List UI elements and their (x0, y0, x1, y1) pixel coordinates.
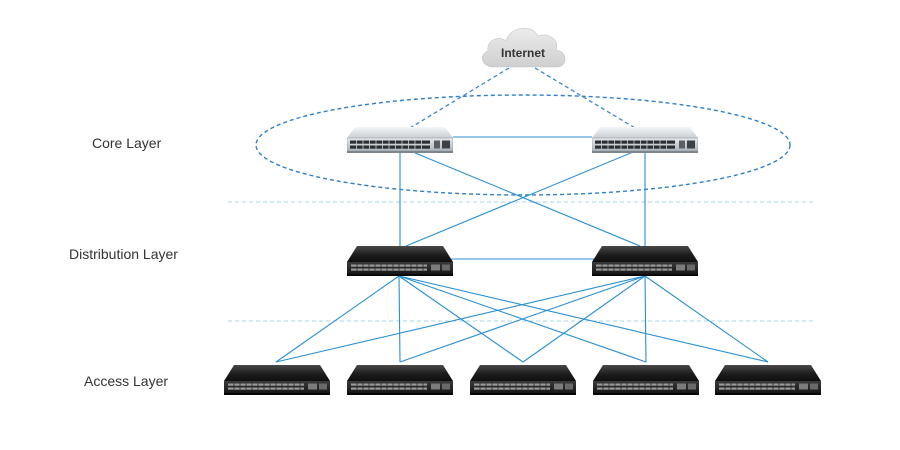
access-switch-5 (715, 364, 821, 396)
link-internet-core-2 (534, 67, 646, 135)
internet-label: Internet (501, 46, 545, 60)
link-dist-2-access-4 (644, 275, 647, 363)
network-links (275, 136, 769, 363)
link-core-1-dist-2 (407, 149, 641, 247)
core-layer-label: Core Layer (92, 135, 162, 151)
access-switch-1 (224, 364, 330, 396)
internet-links (399, 67, 646, 135)
core-switch-2 (592, 127, 698, 153)
core-layer-ellipse (255, 94, 791, 196)
internet-cloud: Internet (482, 28, 566, 68)
link-core-2-dist-1 (405, 149, 639, 247)
core-switch-1 (347, 127, 453, 153)
access-switch-3 (470, 364, 576, 396)
access-layer-label: Access Layer (84, 373, 168, 389)
link-internet-core-1 (399, 67, 510, 135)
access-switch-2 (347, 364, 453, 396)
link-dist-1-access-1 (275, 275, 400, 363)
link-dist-2-access-3 (522, 275, 646, 363)
access-switch-4 (593, 364, 699, 396)
cloud-icon (482, 28, 566, 68)
link-dist-2-access-5 (644, 275, 769, 363)
dist-switch-2 (592, 246, 698, 276)
link-dist-2-access-1 (275, 275, 646, 363)
link-dist-2-access-2 (399, 275, 646, 363)
distribution-layer-label: Distribution Layer (69, 246, 178, 262)
link-dist-1-access-2 (398, 275, 401, 363)
dist-switch-1 (347, 246, 453, 276)
